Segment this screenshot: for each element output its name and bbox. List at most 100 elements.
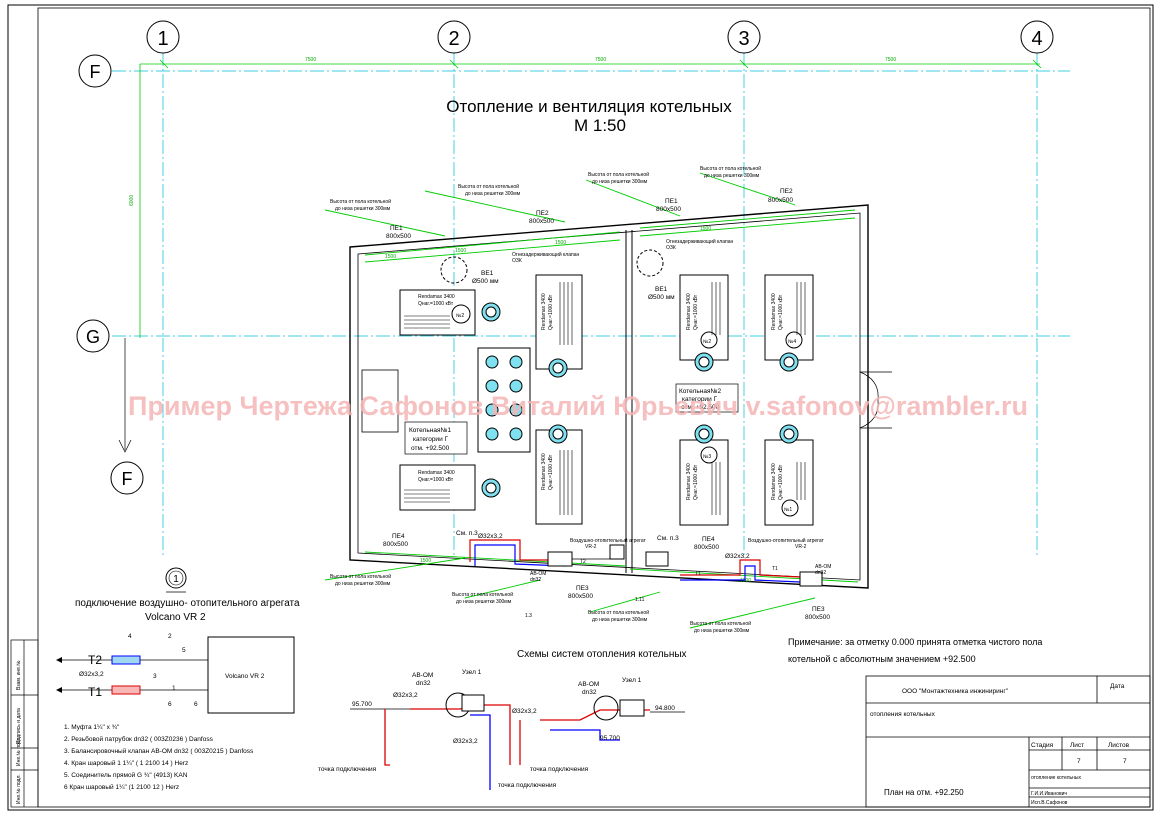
heater-right-pipework: См. п.3 Ø32х3,2 Воздушно-отопительный аг…: [645, 535, 831, 587]
svg-text:ВЕ1: ВЕ1: [655, 286, 668, 293]
svg-text:95.700: 95.700: [600, 735, 620, 742]
svg-text:95.700: 95.700: [352, 701, 372, 708]
person-2: Исп.В.Сафонов: [1031, 800, 1068, 806]
axis-bubble-g: G: [76, 319, 110, 353]
room1-label: Котельная№1 категории Г отм. +92.500: [404, 421, 468, 455]
svg-text:800х500: 800х500: [383, 541, 408, 548]
svg-text:Rendamax 3400: Rendamax 3400: [686, 463, 692, 500]
boiler-top-left: Rendamax 3400 Qнаг.=1000 кВт №2: [399, 289, 501, 336]
svg-text:5. Соединитель прямой G ¾" (49: 5. Соединитель прямой G ¾" (4913) KAN: [64, 771, 188, 779]
svg-text:до низа решетки 300мм: до низа решетки 300мм: [592, 617, 648, 623]
scheme-left: 95.700 AB-OM dn32 Узел 1 Ø32х3,2 Ø32х3,2…: [318, 669, 589, 790]
svg-text:F: F: [90, 62, 101, 82]
svg-text:до низа решетки 300мм: до низа решетки 300мм: [465, 191, 521, 197]
svg-text:Rendamax 3400: Rendamax 3400: [686, 293, 692, 330]
distribution-manifold: [477, 347, 531, 453]
vent-pe1-top-right: ПЕ1 800х500: [656, 198, 681, 213]
svg-text:Qнаг.=1000 кВт: Qнаг.=1000 кВт: [693, 294, 699, 330]
axis-bubble-3: 3: [727, 20, 761, 54]
svg-text:4: 4: [1031, 28, 1042, 50]
svg-text:5: 5: [182, 647, 186, 654]
svg-text:6 Кран шаровый 1¼" (1 2100 12: 6 Кран шаровый 1¼" (1 2100 12 ) Herz: [64, 783, 179, 791]
svg-text:Ø500 мм: Ø500 мм: [472, 278, 499, 285]
svg-text:1500: 1500: [455, 248, 466, 254]
svg-text:№2: №2: [456, 313, 464, 319]
svg-text:6: 6: [168, 701, 172, 708]
boiler-room2-top-right: Rendamax 3400 Qнаг.=1000 кВт №4: [764, 274, 814, 372]
dim-label-1-2: 7500: [305, 57, 316, 63]
svg-text:800х500: 800х500: [568, 593, 593, 600]
svg-text:AB-OM: AB-OM: [578, 681, 599, 688]
detail-1-legend: 1. Муфта 1¼" х ¾" 2. Резьбовой патрубок …: [64, 724, 254, 791]
side-stamp-label-1: Взам. инв.№: [16, 660, 22, 690]
side-stamp-label-4: Инв.№ подл.: [16, 774, 22, 804]
axis-bubble-1: 1: [146, 20, 180, 54]
svg-text:6: 6: [194, 701, 198, 708]
duct-note-left: Огнезадерживающий клапан ОЗК: [512, 251, 579, 264]
building-walls: [349, 204, 869, 589]
svg-text:Rendamax 3400: Rendamax 3400: [418, 470, 455, 476]
person-1: Г.И.И.Иванович: [1031, 791, 1067, 797]
drawing-title: Отопление и вентиляция котельных: [446, 97, 732, 116]
dim-label-2-3: 7500: [595, 57, 606, 63]
svg-text:1500: 1500: [700, 226, 711, 232]
vent-height-note-3: Высота от пола котельной до низа решетки…: [588, 171, 649, 185]
exhaust-fan-ve1-right: ВЕ1 Ø500 мм: [636, 249, 675, 301]
axis-bubble-4: 4: [1020, 20, 1054, 54]
note-line-2: котельной с абсолютным значением +92.500: [788, 654, 976, 664]
dimension-lines: [139, 59, 1042, 338]
svg-text:Ø32х3,2: Ø32х3,2: [478, 533, 503, 540]
svg-text:ПЕ1: ПЕ1: [390, 225, 403, 232]
exhaust-fan-ve1-left: ВЕ1 Ø500 мм: [440, 256, 499, 285]
svg-text:до низа решетки 300мм: до низа решетки 300мм: [456, 599, 512, 605]
vent-height-note-2: Высота от пола котельной до низа решетки…: [458, 183, 521, 197]
svg-text:2: 2: [448, 28, 459, 50]
plan-label: План на отм. +92.250: [884, 788, 964, 797]
svg-text:AB-OM: AB-OM: [412, 672, 433, 679]
svg-text:категории Г: категории Г: [413, 436, 449, 443]
svg-text:ОЗК: ОЗК: [512, 258, 522, 264]
svg-text:точка подключения: точка подключения: [318, 766, 377, 773]
svg-text:Высота от пола котельной: Высота от пола котельной: [588, 171, 649, 178]
svg-text:ПЕ4: ПЕ4: [702, 536, 715, 543]
detail-1-schematic: Volcano VR 2 T2 T1 Ø32х3,2 4 2 5 3 1 6 6: [56, 633, 295, 714]
svg-text:Ø32х3,2: Ø32х3,2: [393, 692, 418, 699]
drawing-scale: М 1:50: [574, 116, 626, 135]
svg-text:800х500: 800х500: [656, 206, 681, 213]
svg-text:Rendamax 3400: Rendamax 3400: [541, 293, 547, 330]
svg-text:3. Балансировочный клапан AB-O: 3. Балансировочный клапан AB-OM dn32 ( 0…: [64, 747, 254, 755]
vent-height-note-1: Высота от пола котельной до низа решетки…: [330, 198, 391, 212]
svg-text:Rendamax 3400: Rendamax 3400: [771, 463, 777, 500]
svg-text:точка подключения: точка подключения: [530, 766, 589, 773]
svg-text:ПЕ1: ПЕ1: [665, 198, 678, 205]
svg-text:ПЕ3: ПЕ3: [576, 585, 589, 592]
svg-text:Высота от пола котельной: Высота от пола котельной: [588, 609, 649, 616]
svg-text:dn32: dn32: [582, 689, 597, 696]
svg-text:подключение воздушно- отопител: подключение воздушно- отопительного агре…: [75, 598, 300, 609]
svg-text:Ø32х3,2: Ø32х3,2: [725, 553, 750, 560]
svg-text:Огнезадерживающий клапан: Огнезадерживающий клапан: [666, 238, 733, 245]
vent-pe2-top-mid: ПЕ2 800х500: [529, 210, 554, 225]
side-stamp: [10, 639, 39, 808]
svg-text:Volcano VR 2: Volcano VR 2: [225, 673, 265, 680]
svg-text:4. Кран шаровый 1 1¼" ( 1 21: 4. Кран шаровый 1 1¼" ( 1 2100 14 ) Herz: [64, 759, 188, 767]
svg-text:№4: №4: [788, 339, 796, 345]
svg-text:№1: №1: [784, 507, 792, 513]
detail-1-heading: 1 подключение воздушно- отопительного аг…: [75, 567, 300, 623]
dim-label-3-4: 7500: [885, 57, 896, 63]
svg-text:ВЕ1: ВЕ1: [481, 270, 494, 277]
svg-text:№2: №2: [703, 339, 711, 345]
svg-text:ПЕ2: ПЕ2: [536, 210, 549, 217]
side-stamp-label-3: Инв.№ подл.: [16, 736, 22, 766]
svg-text:Узел 1: Узел 1: [462, 669, 482, 676]
svg-text:ПЕ4: ПЕ4: [392, 533, 405, 540]
boiler-room2-bottom-left: Rendamax 3400 Qнаг.=1000 кВт №3: [679, 424, 729, 526]
svg-text:Высота от пола котельной: Высота от пола котельной: [458, 183, 519, 190]
boiler-room2-bottom-right: Rendamax 3400 Qнаг.=1000 кВт №1: [764, 424, 814, 526]
inner-frame: [37, 7, 1151, 808]
vent-ducts: [324, 172, 859, 629]
svg-text:3: 3: [738, 28, 749, 50]
svg-text:AB-OM: AB-OM: [530, 571, 546, 577]
svg-text:1. Муфта 1¼" х ¾": 1. Муфта 1¼" х ¾": [64, 724, 120, 731]
svg-text:T1: T1: [772, 566, 778, 572]
